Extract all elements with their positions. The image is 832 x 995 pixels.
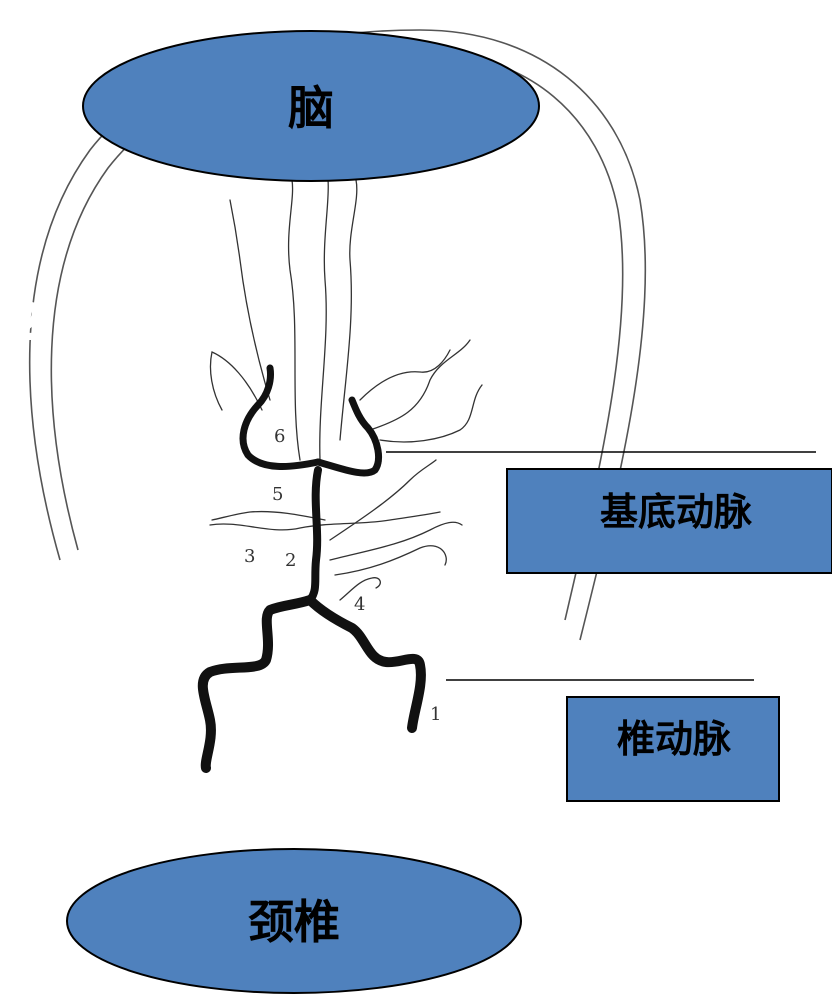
cervical-spine-label: 颈椎 [248, 895, 340, 949]
right-vertebral-vessel [305, 595, 426, 733]
number-label-5: 5 [272, 484, 283, 505]
circle-right-vessel [314, 396, 382, 477]
branch-vessels [209, 179, 483, 601]
brain-ellipse [82, 30, 540, 182]
basilar-artery-vessel [306, 466, 322, 604]
vertebral-artery-label: 椎动脉 [617, 717, 732, 761]
branch-vessel [379, 384, 483, 443]
branch-vessel [369, 339, 471, 431]
branch-vessel [339, 577, 381, 601]
cervical-spine-shape: 颈椎 [66, 848, 522, 994]
skull-outer-line [28, 29, 647, 641]
basilar-artery-rect [506, 468, 832, 574]
main-arteries [197, 364, 426, 773]
number-label-6: 6 [274, 426, 285, 447]
branch-vessel [229, 199, 271, 401]
basilar-artery-label: 基底动脉 [600, 490, 753, 534]
brain-label: 脑 [288, 81, 334, 135]
overlay-fragment-left: 2 [10, 293, 46, 353]
branch-vessel [329, 459, 437, 541]
branch-vessel [359, 349, 451, 401]
overlay-fragments: 2 凸 [10, 293, 602, 353]
branch-vessel [334, 545, 447, 576]
number-label-3: 3 [244, 546, 255, 567]
number-labels: 1 2 3 4 5 6 [244, 426, 441, 725]
branch-vessel [339, 179, 358, 441]
branch-vessel [211, 510, 326, 521]
branch-vessel [209, 511, 441, 531]
basilar-artery-box: 基底动脉 [506, 468, 832, 574]
vertebral-artery-rect [566, 696, 780, 802]
cervical-spine-ellipse [66, 848, 522, 994]
number-label-1: 1 [430, 704, 441, 725]
brain-shape: 脑 [82, 30, 540, 182]
number-label-4: 4 [354, 594, 365, 615]
branch-vessel [287, 179, 301, 461]
vertebral-artery-box: 椎动脉 [566, 696, 780, 802]
branch-vessel [319, 179, 329, 461]
branch-vessel [209, 351, 263, 411]
overlay-fragment-right: 凸 [550, 293, 602, 353]
circle-left-vessel [239, 364, 322, 470]
number-label-2: 2 [285, 550, 296, 571]
branch-vessel [329, 521, 463, 561]
left-vertebral-vessel [197, 595, 315, 773]
